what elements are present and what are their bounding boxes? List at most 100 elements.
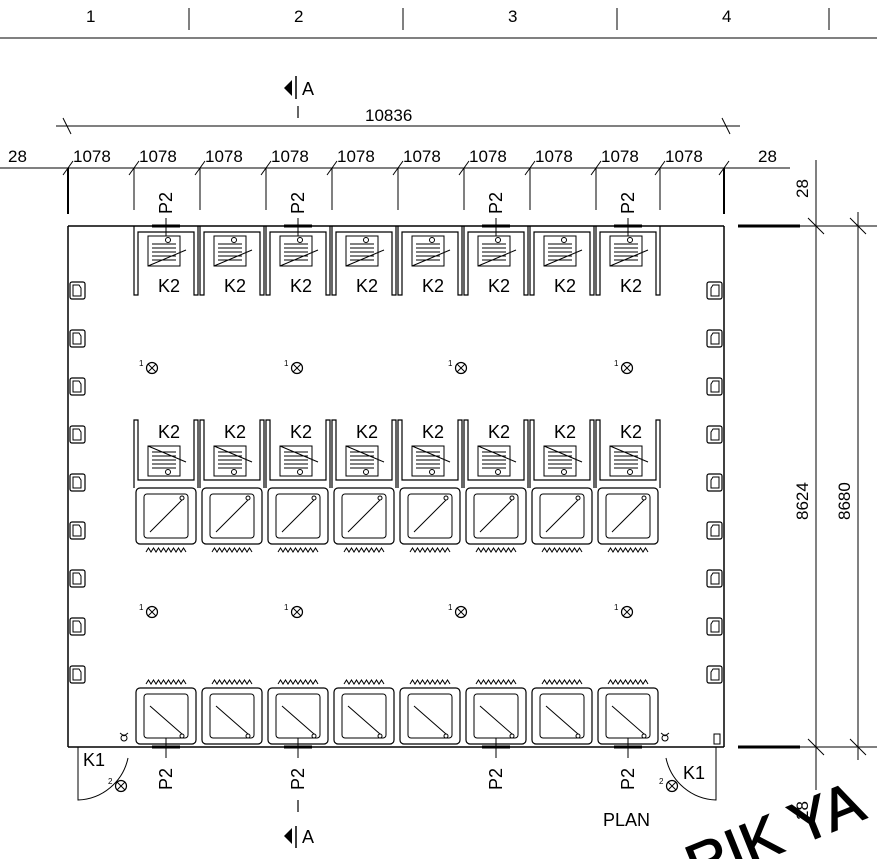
wall-outlet-left <box>69 425 86 444</box>
wall-outlet-right <box>706 521 723 540</box>
k2-unit-middle: K2 <box>199 419 265 488</box>
fixture-number: 1 <box>284 603 289 612</box>
k2-label: K2 <box>290 276 312 296</box>
k2-label: K2 <box>158 422 180 442</box>
wall-outlet-right <box>706 473 723 492</box>
k2-label: K2 <box>422 276 444 296</box>
section-label: A <box>302 79 314 99</box>
module-dimension: 1078 <box>535 147 573 166</box>
switch-icon <box>713 733 721 745</box>
module-dimension: 1078 <box>139 147 177 166</box>
fixture-number: 1 <box>284 359 289 368</box>
k2-label: K2 <box>356 422 378 442</box>
section-arrow-icon <box>284 80 292 96</box>
top-right-offset-dimension: 28 <box>793 179 812 198</box>
floor-drain-icon: 1 <box>448 603 468 619</box>
floor-drain-icon: 1 <box>448 359 468 375</box>
watermark: RIK YA <box>677 769 873 859</box>
wall-outlet-left <box>69 329 86 348</box>
sink-unit-bottom: P2 <box>135 679 197 790</box>
sink-unit <box>267 487 329 553</box>
module-dimension: 1078 <box>205 147 243 166</box>
right-offset-dimension: 28 <box>758 147 777 166</box>
wall-outlet-left <box>69 473 86 492</box>
k2-label: K2 <box>620 276 642 296</box>
sink-unit-bottom <box>399 679 461 745</box>
p2-label: P2 <box>288 192 308 214</box>
k2-unit-top: K2 <box>529 226 595 296</box>
sink-unit-bottom <box>531 679 593 745</box>
floor-drain-icon: 1 <box>284 359 304 375</box>
grid-column-label: 4 <box>722 7 731 26</box>
k2-unit-middle: K2 <box>265 419 331 488</box>
k2-label: K2 <box>290 422 312 442</box>
grid-header <box>0 8 877 39</box>
left-offset-dimension: 28 <box>8 147 27 166</box>
tap-icon <box>119 732 129 742</box>
overall-width-dimension: 10836 <box>365 106 412 125</box>
floor-drain-icon: 2 <box>659 777 679 793</box>
wall-outlet-left <box>69 377 86 396</box>
k2-unit-middle: K2 <box>463 419 529 488</box>
floor-drain-icon: 1 <box>139 603 159 619</box>
sink-unit <box>333 487 395 553</box>
k2-label: K2 <box>224 276 246 296</box>
wall-outlet-left <box>69 617 86 636</box>
floor-drain-icon: 1 <box>284 603 304 619</box>
outer-height-dimension: 8680 <box>835 482 854 520</box>
p2-label: P2 <box>618 768 638 790</box>
wall-outlet-right <box>706 329 723 348</box>
fixture-number: 2 <box>659 777 664 786</box>
k2-unit-middle: K2 <box>397 419 463 488</box>
section-arrow-icon <box>284 828 292 844</box>
k2-label: K2 <box>554 422 576 442</box>
module-dimension: 1078 <box>271 147 309 166</box>
fixture-number: 2 <box>108 777 113 786</box>
p2-label: P2 <box>618 192 638 214</box>
fixture-number: 1 <box>448 603 453 612</box>
sink-unit-bottom: P2 <box>267 679 329 790</box>
sink-unit-bottom: P2 <box>465 679 527 790</box>
module-dimension: 1078 <box>73 147 111 166</box>
k1-label-left: K1 <box>83 750 105 770</box>
inner-height-dimension: 8624 <box>793 482 812 520</box>
module-dimension: 1078 <box>601 147 639 166</box>
wall-outlet-left <box>69 569 86 588</box>
sink-unit <box>201 487 263 553</box>
fixture-number: 1 <box>614 359 619 368</box>
section-label: A <box>302 827 314 847</box>
k2-unit-middle: K2 <box>529 419 595 488</box>
section-marker-bottom: A <box>284 800 314 848</box>
sink-unit-bottom <box>201 679 263 745</box>
k2-unit-middle: K2 <box>331 419 397 488</box>
fixture-number: 1 <box>614 603 619 612</box>
wall-outlet-right <box>706 617 723 636</box>
building-outline <box>67 224 800 801</box>
grid-column-label: 1 <box>86 7 95 26</box>
sink-unit <box>399 487 461 553</box>
grid-column-label: 2 <box>294 7 303 26</box>
module-dimension: 1078 <box>403 147 441 166</box>
k2-unit-middle: K2 <box>595 419 661 488</box>
fixture-number: 1 <box>448 359 453 368</box>
sink-unit-bottom <box>333 679 395 745</box>
k2-label: K2 <box>356 276 378 296</box>
wall-outlet-left <box>69 521 86 540</box>
floor-drain-icon: 1 <box>614 603 634 619</box>
k2-label: K2 <box>158 276 180 296</box>
module-dimension: 1078 <box>469 147 507 166</box>
k2-label: K2 <box>554 276 576 296</box>
sink-unit <box>135 487 197 553</box>
section-marker-top: A <box>284 76 314 118</box>
floor-drain-icon: 1 <box>614 359 634 375</box>
wall-outlet-right <box>706 425 723 444</box>
grid-column-label: 3 <box>508 7 517 26</box>
module-dimension: 1078 <box>337 147 375 166</box>
fixture-number: 1 <box>139 603 144 612</box>
floor-drain-icon: 1 <box>139 359 159 375</box>
sink-unit-bottom: P2 <box>597 679 659 790</box>
k1-label-right: K1 <box>683 763 705 783</box>
floor-drain-icon: 2 <box>108 777 128 793</box>
